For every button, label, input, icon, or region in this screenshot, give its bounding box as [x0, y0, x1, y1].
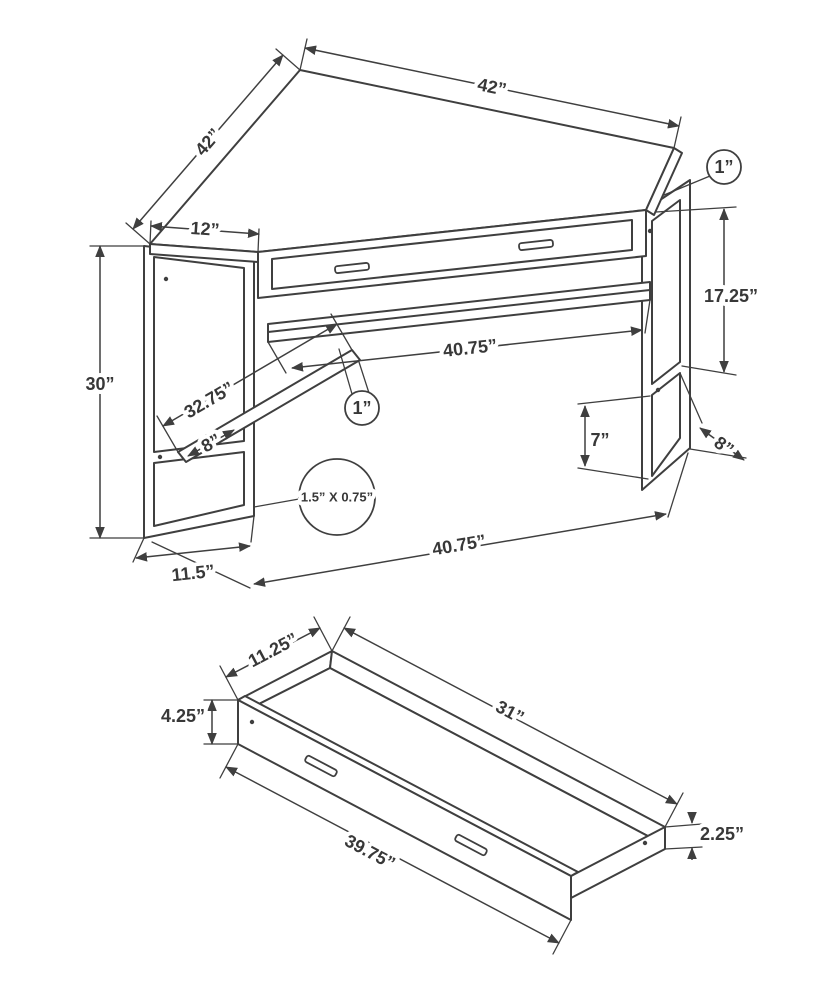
desk-right-edge — [645, 147, 683, 216]
right-leg-frame — [641, 179, 691, 491]
dim-label-drawer-side-height: 2.25” — [700, 824, 744, 844]
dim-label-opening-height: 17.25” — [704, 286, 758, 306]
dim-label-top-thickness: 1” — [714, 157, 733, 177]
screw-dot — [642, 840, 648, 846]
screw-dot — [157, 454, 163, 460]
dim-leg-depth: 11.5” — [132, 515, 255, 589]
dim-shelf-clearance: 7” — [577, 395, 651, 480]
left-leg-frame — [143, 245, 255, 539]
screw-dot — [163, 276, 169, 282]
drawer-drawing — [237, 650, 666, 921]
callout-top-thickness: 1” — [663, 149, 742, 196]
dim-label-width-top: 42” — [476, 74, 509, 100]
screw-dot — [655, 387, 661, 393]
callout-frame-tube: 1.5” X 0.75” — [253, 458, 377, 536]
dim-drawer-side-height: 2.25” — [664, 812, 748, 860]
dim-label-leg-depth: 11.5” — [171, 561, 216, 585]
desk-drawer-front — [271, 219, 633, 290]
dim-label-board-thickness: 1” — [352, 398, 371, 418]
dim-label-angled-shelf-length: 32.75” — [181, 378, 238, 423]
dim-label-shelf-clearance: 7” — [590, 430, 609, 450]
dim-label-height: 30” — [85, 374, 114, 394]
dim-label-drawer-depth: 11.25” — [245, 629, 301, 671]
desk-apron — [257, 209, 647, 299]
dim-label-shelf-length: 40.75” — [442, 335, 498, 361]
dim-label-drawer-outer-length: 39.75” — [341, 831, 398, 874]
dim-label-drawer-front-height: 4.25” — [161, 706, 205, 726]
dim-label-front-width: 40.75” — [431, 531, 488, 560]
dim-label-frame-tube: 1.5” X 0.75” — [301, 490, 373, 505]
desk-drawing — [143, 69, 691, 539]
dim-desk-height: 30” — [81, 245, 145, 539]
callout-board-thickness: 1” — [338, 348, 380, 426]
dim-label-width-left: 42” — [191, 124, 225, 159]
desk-drawer-handle — [334, 262, 370, 274]
dim-opening-height: 17.25” — [655, 206, 762, 376]
dim-drawer-front-height: 4.25” — [157, 699, 239, 745]
dim-label-side-depth: 12” — [190, 218, 220, 240]
long-shelf-edge-line — [267, 289, 651, 333]
desk-drawer-handle — [518, 239, 554, 251]
screw-dot — [647, 228, 653, 234]
screw-dot — [249, 719, 255, 725]
